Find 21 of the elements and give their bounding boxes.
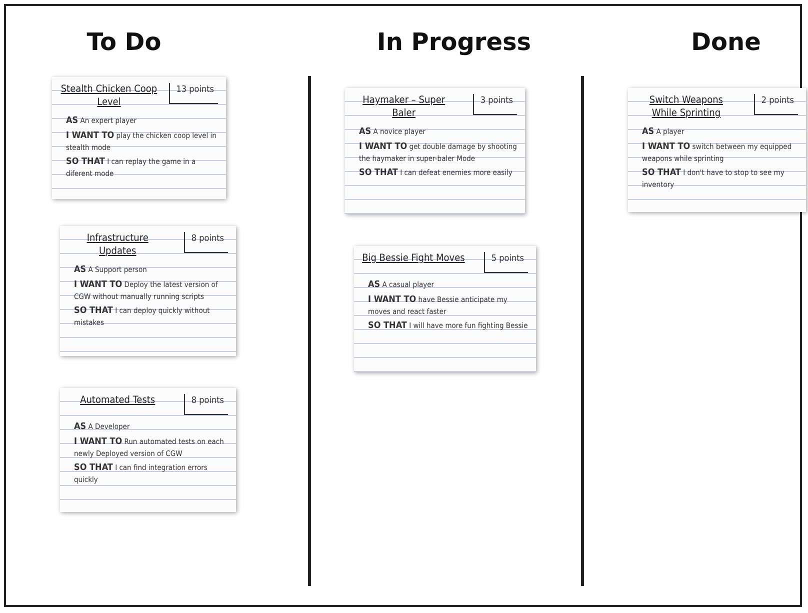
story-title: Stealth Chicken Coop Level — [60, 83, 158, 109]
column-heading: Done — [691, 28, 761, 56]
column-heading: In Progress — [376, 28, 532, 56]
story-card — [345, 88, 525, 214]
story-points: 13 points — [169, 83, 218, 104]
story-card — [52, 77, 226, 199]
story-card — [354, 246, 536, 372]
story-card — [60, 388, 236, 512]
story-title: Big Bessie Fight Moves — [362, 252, 465, 265]
story-points: 8 points — [184, 232, 228, 253]
story-title: Automated Tests — [79, 394, 156, 407]
story-points: 5 points — [484, 252, 528, 273]
story-title: Haymaker – Super Baler — [362, 94, 446, 120]
story-title: Switch Weapons While Sprinting — [648, 94, 724, 120]
story-card — [628, 88, 806, 212]
story-points: 2 points — [754, 94, 798, 115]
story-card — [60, 226, 236, 356]
story-title: Infrastructure Updates — [86, 232, 150, 258]
story-points: 8 points — [184, 394, 228, 415]
story-points: 3 points — [473, 94, 517, 115]
column-heading: To Do — [86, 28, 162, 56]
